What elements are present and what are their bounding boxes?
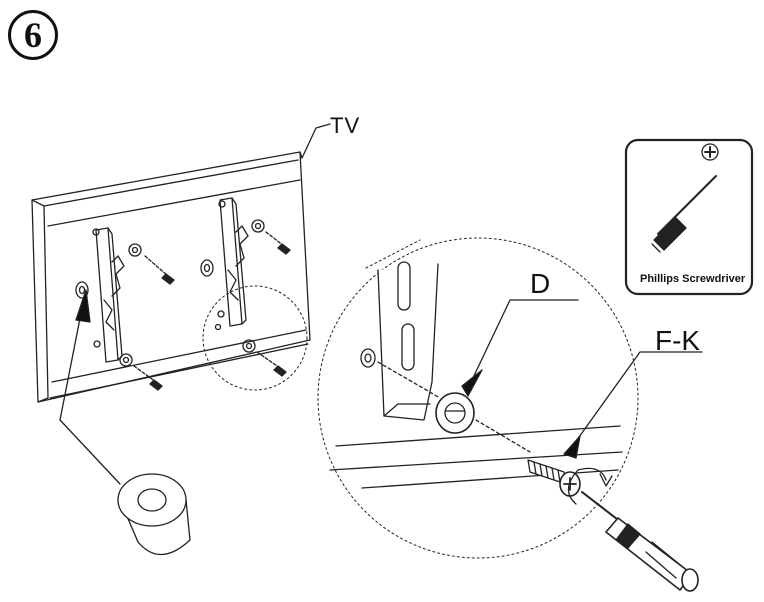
step-badge: 6 (8, 10, 58, 60)
washer-and-screw-set (75, 219, 291, 391)
tool-reference-box (624, 138, 754, 296)
rotation-arrow (567, 467, 607, 505)
washer-d (435, 392, 475, 434)
detail-callout-small (202, 285, 308, 391)
bracket-right (217, 197, 249, 327)
washer-arrow (461, 369, 483, 397)
washer-leader-line (471, 299, 579, 381)
detail-callout-large (317, 237, 639, 559)
tv-label: TV (330, 113, 361, 138)
screw-leader-line (573, 351, 703, 445)
washer-label: D (530, 268, 551, 299)
tool-label: Phillips Screwdriver (640, 273, 746, 285)
bracket-left (92, 227, 125, 363)
screw-arrow (563, 435, 581, 459)
spacer-pointer (59, 289, 121, 485)
screw-label: F-K (655, 325, 701, 356)
spacer-cylinder (117, 473, 191, 556)
tv-leader-line (301, 123, 331, 159)
screwdriver (581, 491, 699, 592)
